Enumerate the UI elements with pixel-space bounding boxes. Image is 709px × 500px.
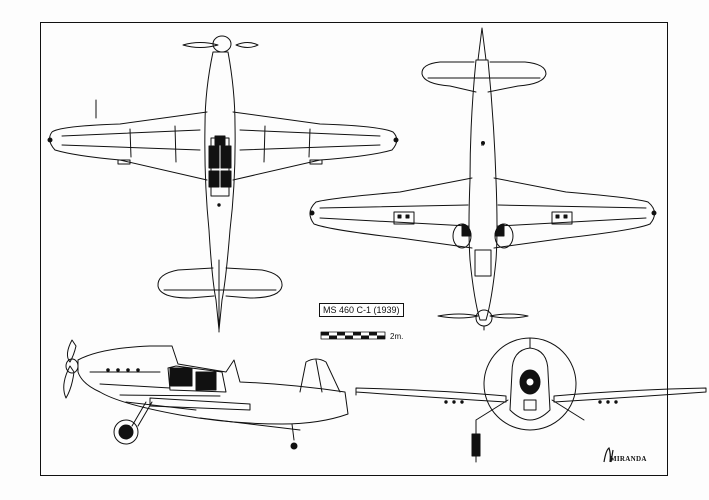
- scale-label: 2m.: [390, 332, 404, 341]
- drawing-frame: [40, 22, 668, 476]
- scale-bar: [320, 331, 386, 340]
- drawing-title: MS 460 C-1 (1939): [319, 303, 404, 317]
- top-view: [47, 35, 399, 333]
- svg-text:8: 8: [481, 142, 485, 148]
- artist-signature: MIRANDA: [610, 455, 647, 463]
- bottom-view: 8: [309, 27, 657, 331]
- front-view: [355, 337, 707, 463]
- side-view: [63, 339, 349, 450]
- signature-mark-icon: [603, 447, 614, 463]
